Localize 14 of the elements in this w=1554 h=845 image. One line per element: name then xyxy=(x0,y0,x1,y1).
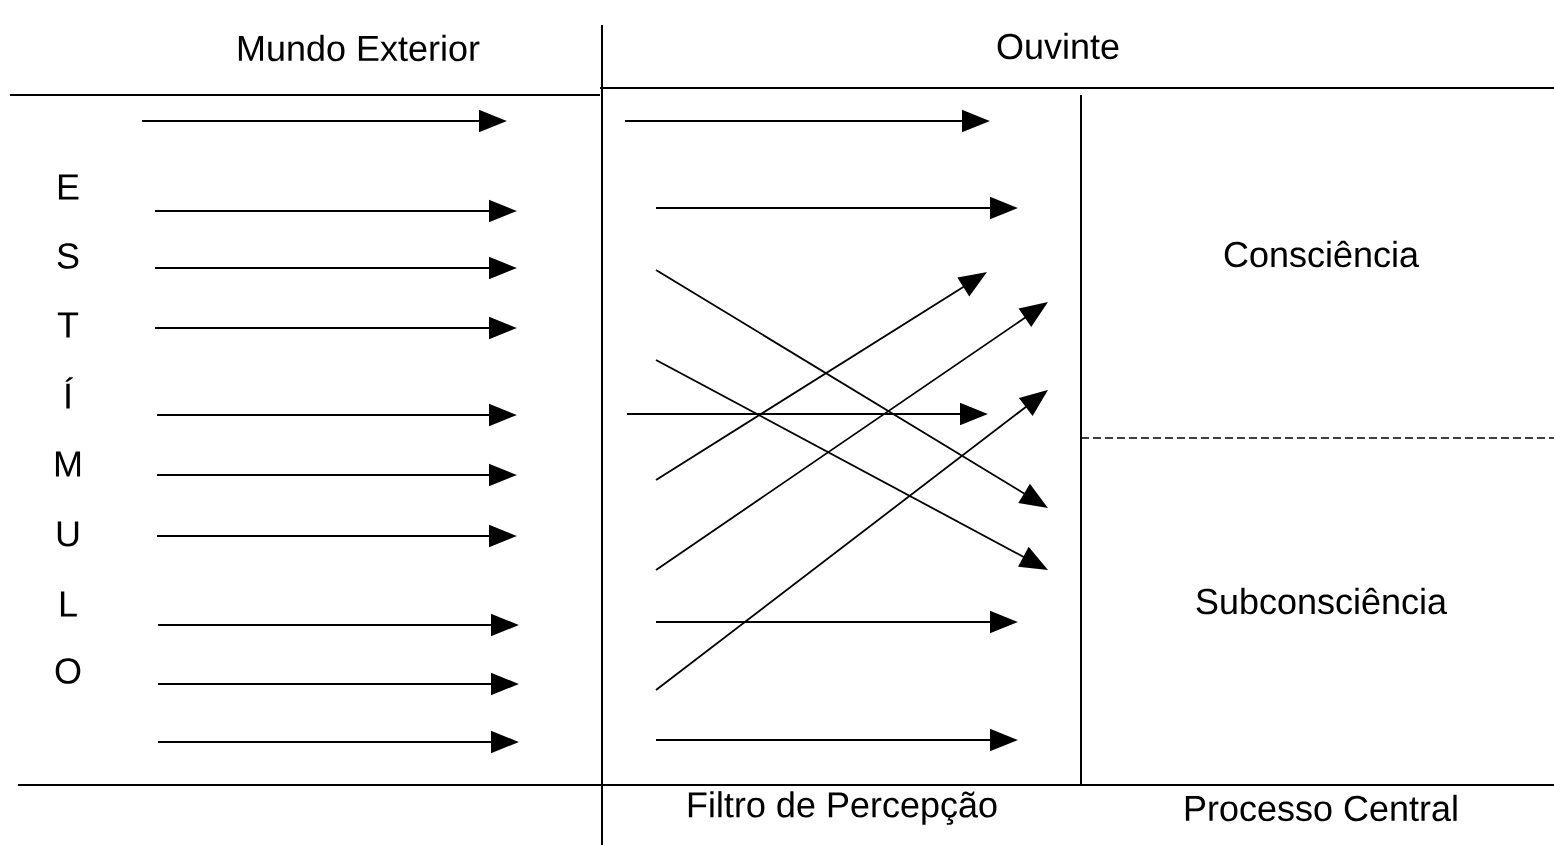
letter: S xyxy=(57,243,79,269)
letter: O xyxy=(55,658,81,684)
region-label: Filtro de Percepção xyxy=(688,791,997,825)
region-label: Processo Central xyxy=(1185,794,1457,822)
letter: E xyxy=(58,174,79,200)
letter: T xyxy=(57,312,79,338)
region-label: Consciência xyxy=(1224,240,1419,268)
letter: U xyxy=(57,521,79,547)
column-heading: Ouvinte xyxy=(997,32,1119,60)
letter: M xyxy=(55,451,81,477)
letter: Í xyxy=(65,377,73,409)
column-heading: Mundo Exterior xyxy=(238,34,480,62)
region-label: Subconsciência xyxy=(1196,587,1448,615)
letter: L xyxy=(60,591,77,617)
